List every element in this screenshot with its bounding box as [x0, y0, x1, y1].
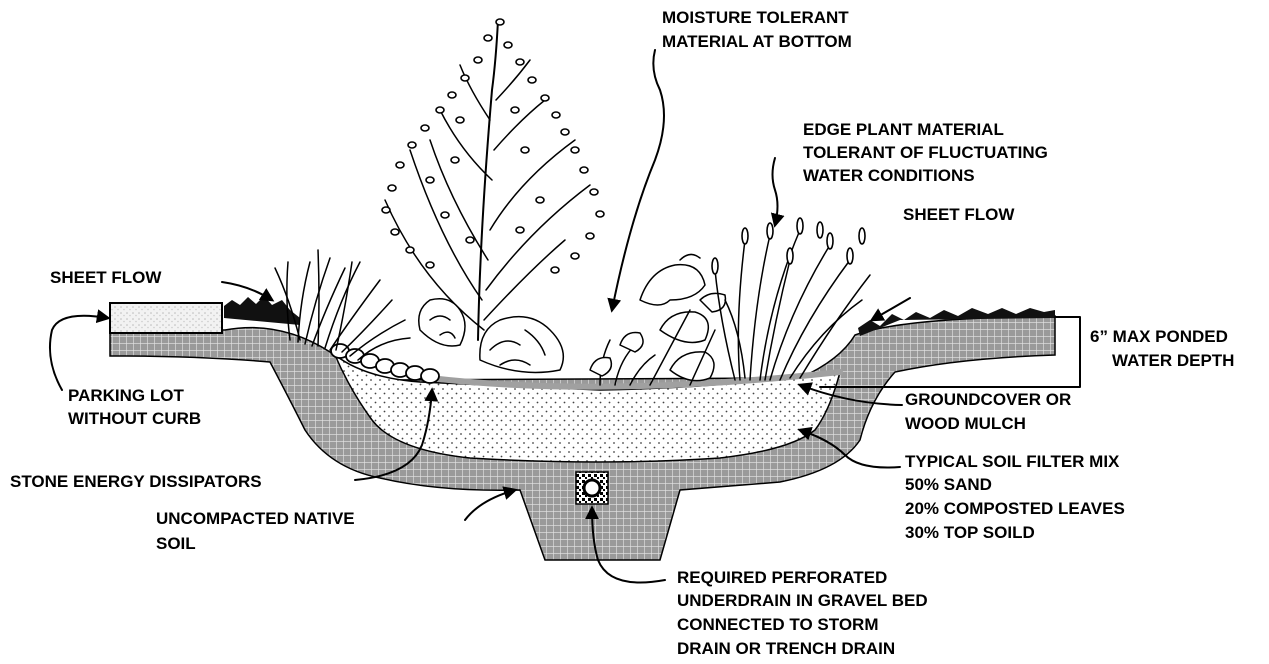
label-sheet-flow-left: SHEET FLOW [50, 268, 162, 287]
label-ponded-depth-2: WATER DEPTH [1112, 351, 1234, 370]
moisture-arrow [612, 50, 664, 310]
label-parking-lot-1: PARKING LOT [68, 386, 184, 405]
label-underdrain-2: UNDERDRAIN IN GRAVEL BED [677, 591, 928, 610]
plant-groundcover-center [590, 254, 725, 385]
label-groundcover-2: WOOD MULCH [905, 414, 1026, 433]
label-moisture-2: MATERIAL AT BOTTOM [662, 32, 852, 51]
label-soil-mix-3: 20% COMPOSTED LEAVES [905, 499, 1125, 518]
plant-tree [382, 19, 604, 340]
label-native-soil-1: UNCOMPACTED NATIVE [156, 509, 355, 528]
label-underdrain-3: CONNECTED TO STORM [677, 615, 879, 634]
plant-shrub-center [419, 299, 564, 373]
label-native-soil-2: SOIL [156, 534, 196, 553]
edge-plant-arrow [773, 158, 778, 225]
label-underdrain-4: DRAIN OR TRENCH DRAIN [677, 639, 895, 658]
label-soil-mix-1: TYPICAL SOIL FILTER MIX [905, 452, 1120, 471]
label-soil-mix-4: 30% TOP SOILD [905, 523, 1035, 542]
label-ponded-depth-1: 6” MAX PONDED [1090, 327, 1228, 346]
label-sheet-flow-right: SHEET FLOW [903, 205, 1015, 224]
label-moisture-1: MOISTURE TOLERANT [662, 8, 849, 27]
label-edge-plant-1: EDGE PLANT MATERIAL [803, 120, 1004, 139]
label-parking-lot-2: WITHOUT CURB [68, 409, 201, 428]
label-soil-mix-2: 50% SAND [905, 475, 992, 494]
label-underdrain-1: REQUIRED PERFORATED [677, 568, 887, 587]
underdrain [576, 472, 608, 504]
native-soil-arrow [465, 490, 515, 520]
parking-lot-arrow [50, 316, 108, 390]
parking-lot [110, 303, 222, 333]
label-groundcover-1: GROUNDCOVER OR [905, 390, 1071, 409]
label-edge-plant-2: TOLERANT OF FLUCTUATING [803, 143, 1048, 162]
label-stone: STONE ENERGY DISSIPATORS [10, 472, 262, 491]
label-edge-plant-3: WATER CONDITIONS [803, 166, 975, 185]
